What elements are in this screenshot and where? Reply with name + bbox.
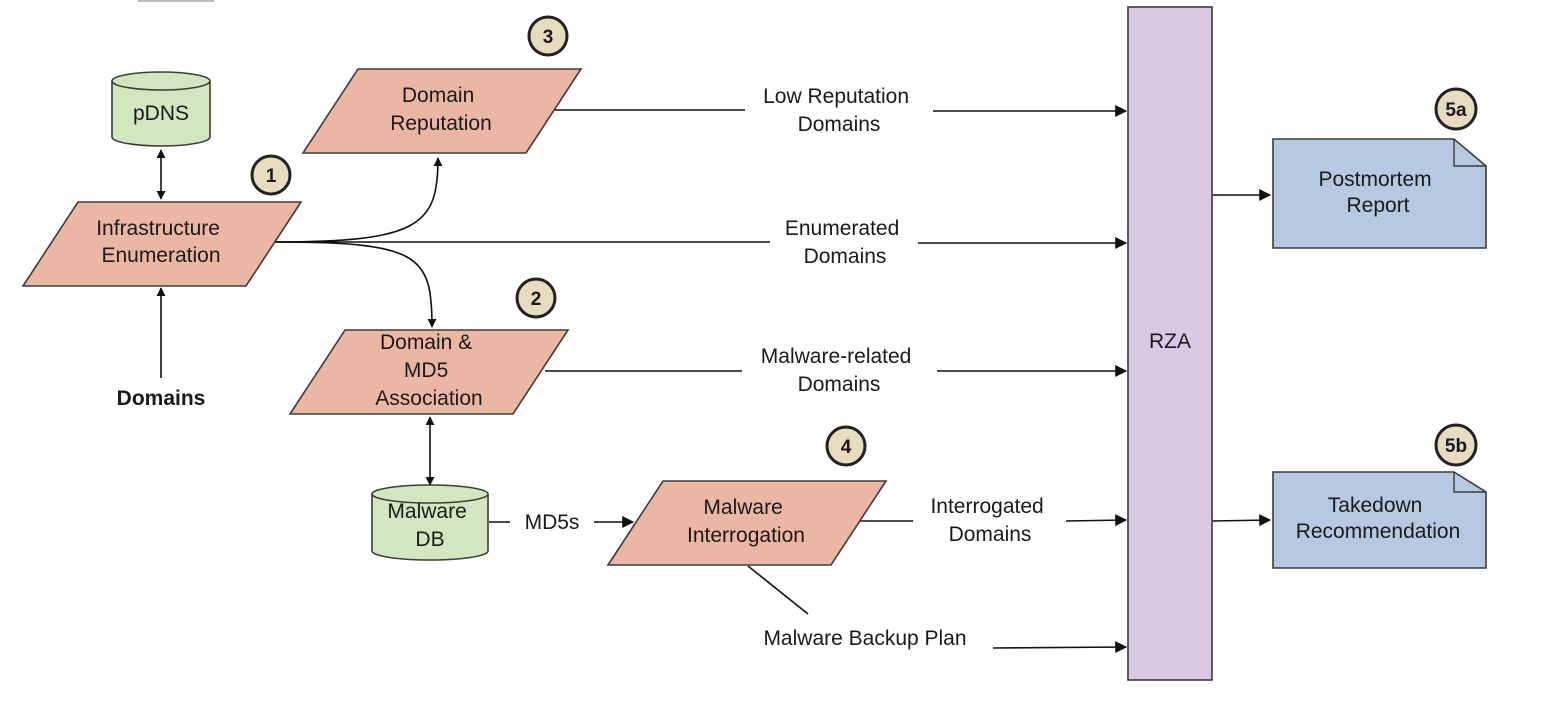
infrastructure-enumeration-node: Infrastructure Enumeration <box>21 201 303 287</box>
step-badge-3: 3 <box>527 15 569 57</box>
edges <box>156 105 1272 654</box>
edge-enumeration-reputation <box>274 157 443 243</box>
step-badge-2: 2 <box>515 277 557 319</box>
domain-md5-association-label: Domain & MD5 Association <box>375 331 482 410</box>
rza-node: RZA <box>1127 6 1213 681</box>
takedown-recommendation-label: Takedown Recommendation <box>1296 494 1461 543</box>
postmortem-report-label: Postmortem Report <box>1318 168 1437 217</box>
step-badge-1: 1 <box>250 154 292 196</box>
edge-backup-rza <box>992 641 1128 654</box>
domain-md5-association-node: Domain & MD5 Association <box>288 329 570 415</box>
edge-interrogation-backup <box>747 565 809 615</box>
edge-interrogation-rza-b <box>1065 514 1128 527</box>
malware-interrogation-label: Malware Interrogation <box>687 496 805 547</box>
enumerated-domains-label: Enumerated Domains <box>785 217 905 268</box>
takedown-recommendation-node: Takedown Recommendation <box>1272 471 1487 569</box>
svg-text:2: 2 <box>531 289 542 310</box>
step-badge-4: 4 <box>825 425 867 467</box>
pdns-database: pDNS <box>111 71 211 147</box>
pdns-label: pDNS <box>133 102 189 125</box>
step-badge-5a: 5a <box>1434 87 1478 131</box>
rza-label: RZA <box>1149 330 1191 353</box>
step-badge-5b: 5b <box>1434 423 1478 467</box>
domain-reputation-label: Domain Reputation <box>390 84 492 135</box>
malware-db-label: Malware DB <box>387 500 472 551</box>
svg-text:1: 1 <box>266 166 277 187</box>
malware-db-database: Malware DB <box>371 484 489 561</box>
domain-reputation-node: Domain Reputation <box>301 68 583 154</box>
malware-related-domains-label: Malware-related Domains <box>761 345 917 396</box>
malware-backup-plan-label: Malware Backup Plan <box>763 627 966 650</box>
malware-interrogation-node: Malware Interrogation <box>606 480 888 566</box>
svg-text:4: 4 <box>841 437 852 458</box>
domains-input-label: Domains <box>117 387 206 410</box>
low-reputation-domains-label: Low Reputation Domains <box>763 85 915 136</box>
edge-enumeration-association <box>274 241 437 328</box>
svg-text:3: 3 <box>543 27 554 48</box>
interrogated-domains-label: Interrogated Domains <box>930 495 1049 546</box>
postmortem-report-node: Postmortem Report <box>1272 138 1487 249</box>
md5s-label: MD5s <box>525 511 580 534</box>
edge-rza-takedown <box>1211 514 1272 527</box>
svg-text:5a: 5a <box>1445 100 1467 121</box>
svg-text:5b: 5b <box>1445 436 1467 457</box>
infrastructure-enumeration-label: Infrastructure Enumeration <box>96 217 226 267</box>
